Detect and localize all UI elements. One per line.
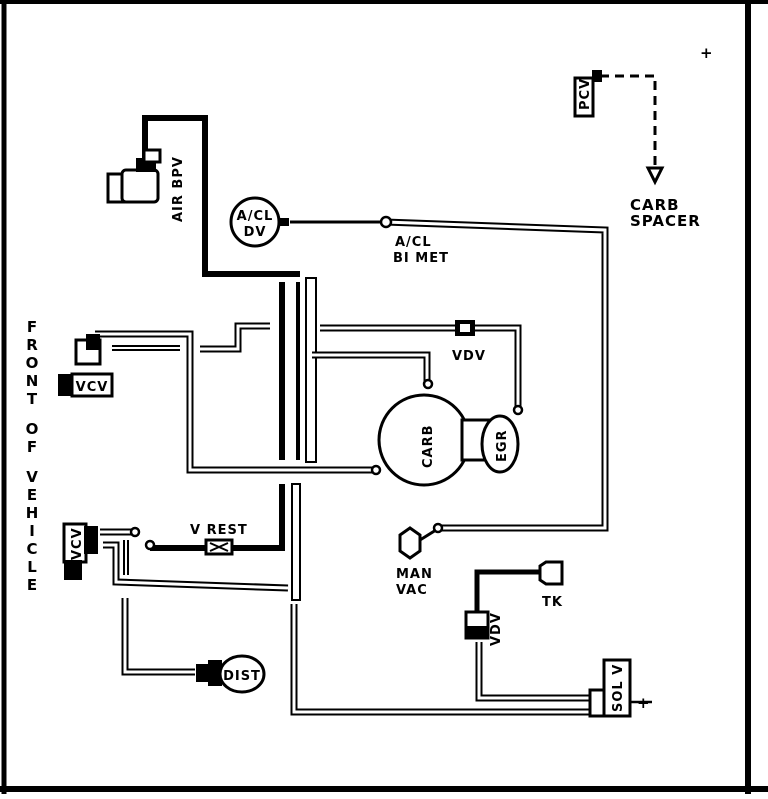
vdv-lower-hose	[475, 642, 590, 702]
front-of-vehicle-letter: E	[27, 486, 37, 504]
front-of-vehicle-letter: H	[26, 504, 39, 522]
front-of-vehicle-letter: N	[26, 372, 39, 390]
egr-label: EGR	[495, 429, 510, 462]
hoses	[95, 74, 657, 716]
tk-label: TK	[542, 595, 563, 610]
distributor: DIST	[196, 654, 266, 694]
man-vac-label-1: MAN	[396, 567, 433, 582]
temperature-sensor-tk: TK	[538, 560, 564, 610]
acl-bimet-sensor: A/CL BI MET	[379, 215, 449, 266]
air-bpv-hose	[142, 115, 300, 277]
solenoid-valve: SOL V	[588, 658, 652, 718]
v-rest-label: V REST	[190, 523, 248, 538]
trunk-to-carb-hose	[312, 351, 431, 385]
pcv-label: PCV	[578, 78, 593, 110]
vcv-upper-valve: VCV	[58, 334, 114, 398]
front-of-vehicle-letter: F	[27, 318, 37, 336]
vdv-upper-label: VDV	[452, 349, 486, 364]
dist-hose	[121, 598, 195, 676]
front-of-vehicle-letter: T	[27, 390, 38, 408]
vdv-lower-label: VDV	[489, 612, 504, 646]
front-of-vehicle-letter: O	[26, 354, 39, 372]
manifold-vacuum-port: MAN VAC	[396, 522, 444, 598]
carb-spacer-arrow-icon	[645, 166, 665, 186]
vcv-lower-label: VCV	[70, 527, 85, 560]
vcv-upper-label: VCV	[76, 380, 109, 395]
egr-valve: EGR	[460, 404, 524, 474]
tk-hose	[474, 569, 540, 612]
vdv-lower-valve: VDV	[464, 610, 504, 646]
carb-spacer-label-2: SPACER	[630, 212, 701, 230]
front-of-vehicle-letter: E	[27, 576, 37, 594]
front-of-vehicle-letter: V	[26, 468, 38, 486]
dist-label: DIST	[223, 669, 261, 684]
acl-dv-label-2: DV	[244, 225, 267, 240]
carburetor: CARB	[370, 378, 471, 487]
pcv-valve: PCV	[573, 70, 602, 118]
front-of-vehicle-letter: L	[27, 558, 37, 576]
vdv-to-egr-hose	[475, 324, 522, 410]
front-of-vehicle-letter: C	[26, 540, 37, 558]
sol-v-label: SOL V	[611, 664, 626, 712]
v-rest-restrictor: V REST	[144, 523, 248, 556]
top-right-plus-sign: +	[700, 44, 714, 62]
man-vac-label-2: VAC	[396, 583, 428, 598]
acl-bimet-label-2: BI MET	[393, 251, 449, 266]
carb-label: CARB	[421, 424, 436, 468]
vcv-lower-valve: VCV	[62, 522, 141, 580]
air-bpv-label: AIR BPV	[171, 156, 186, 222]
step-hose	[200, 322, 270, 353]
vdv-upper-valve: VDV	[452, 320, 486, 364]
front-of-vehicle-letter: I	[29, 522, 35, 540]
carb-spacer-label-1: CARB	[630, 196, 680, 214]
front-of-vehicle-letter: F	[27, 438, 37, 456]
front-of-vehicle-letter: O	[26, 420, 39, 438]
acl-dv-valve: A/CL DV	[229, 196, 289, 248]
air-bpv-valve: AIR BPV	[106, 148, 186, 222]
acl-dv-label-1: A/CL	[237, 209, 274, 224]
sol-v-plus-sign: +	[637, 694, 651, 712]
acl-bimet-label-1: A/CL	[395, 235, 432, 250]
pcv-dashed-hose	[600, 74, 657, 170]
front-of-vehicle-letter: R	[26, 336, 38, 354]
trunk-hose-lower-1	[150, 484, 285, 551]
